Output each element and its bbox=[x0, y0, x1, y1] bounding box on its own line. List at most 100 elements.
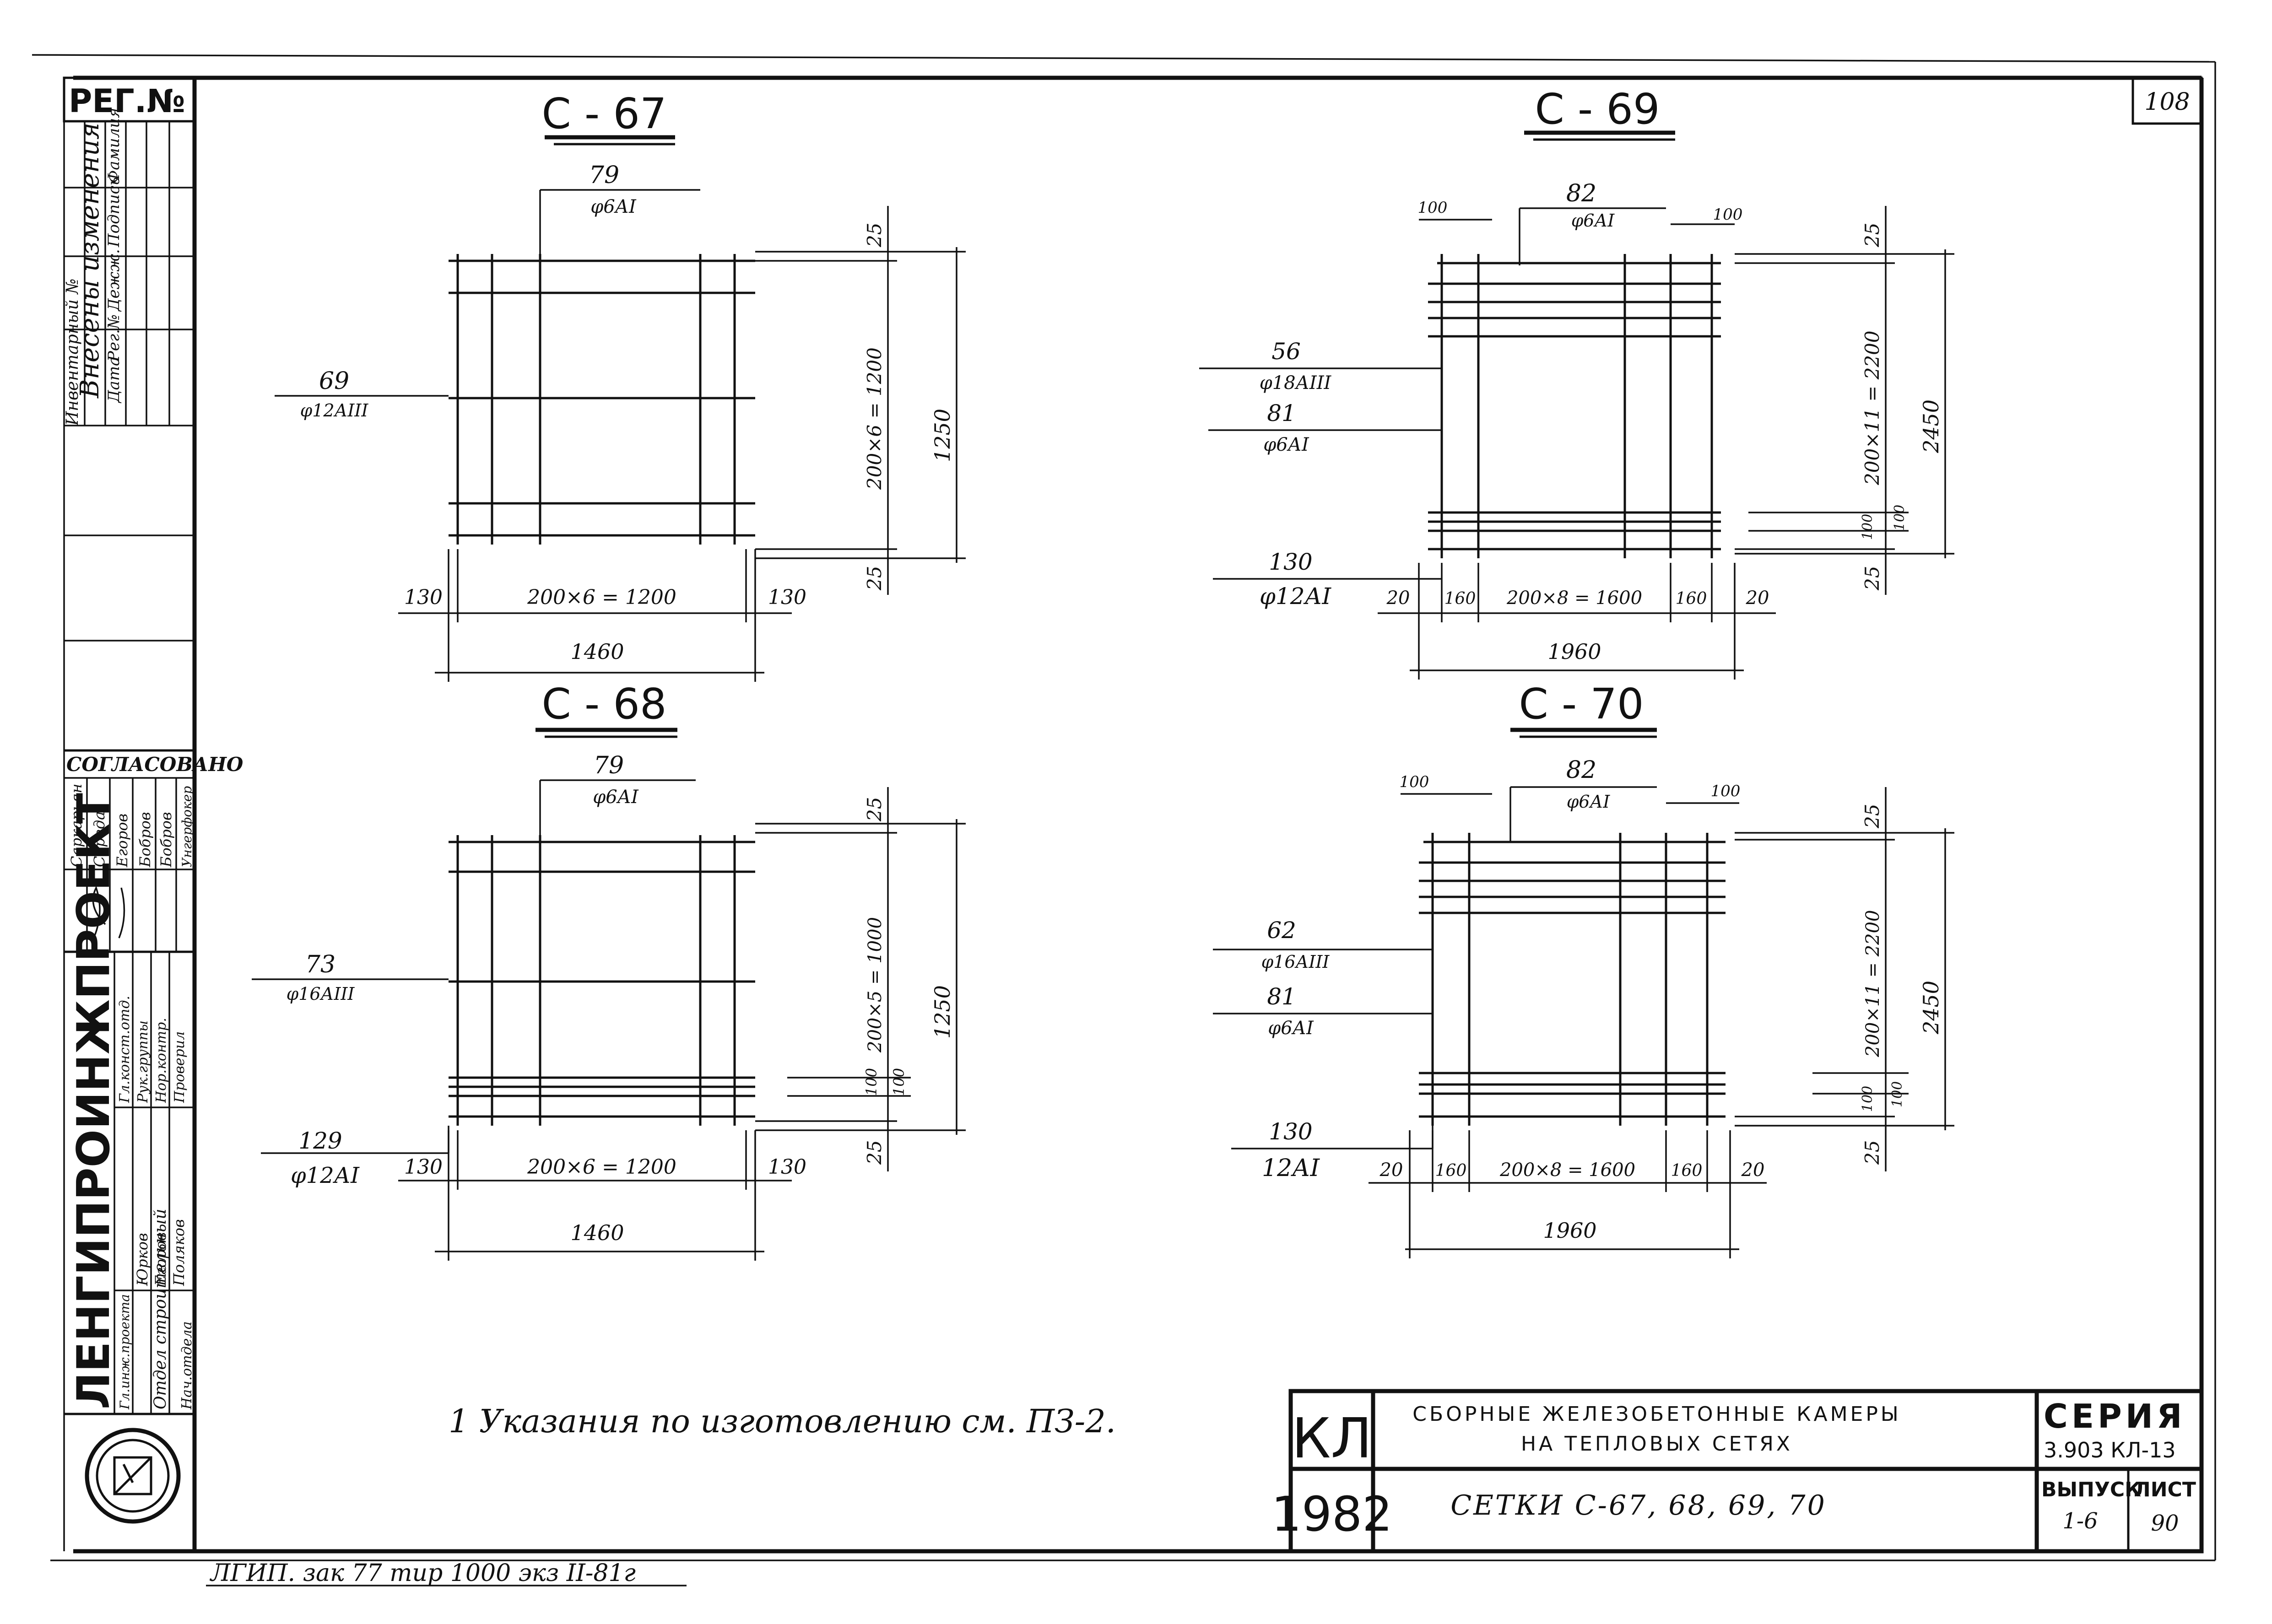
c70-side-spec2: φ6АI bbox=[1268, 1018, 1314, 1039]
org-role-3: Нор.контр. bbox=[153, 1018, 169, 1103]
issue-value: 1-6 bbox=[2062, 1508, 2098, 1534]
c70-dim-v-top: 25 bbox=[1861, 804, 1883, 829]
title-line-2: НА ТЕПЛОВЫХ СЕТЯХ bbox=[1521, 1432, 1793, 1456]
c69-dim-v-extra2: 100 bbox=[1892, 505, 1908, 531]
c68-dim-left: 130 bbox=[404, 1155, 443, 1179]
c68-dim-v-top: 25 bbox=[863, 797, 886, 822]
changes-col-1: Дата bbox=[105, 357, 123, 404]
c67-dim-v-total: 1250 bbox=[930, 409, 955, 462]
org-role-1: Гл.конст.отд. bbox=[117, 996, 133, 1103]
c68-dim-total: 1460 bbox=[570, 1220, 624, 1245]
org-dept: Отдел строительный bbox=[151, 1209, 170, 1409]
c67-dim-total: 1460 bbox=[570, 639, 624, 664]
issue-label: ВЫПУСК bbox=[2041, 1478, 2141, 1501]
changes-col-5: Фамилия bbox=[105, 108, 123, 183]
left-strip: РЕГ.№ Инвентарный № Внесены изменения Да… bbox=[63, 76, 243, 1524]
reg-label: РЕГ.№ bbox=[69, 82, 185, 120]
seal-icon bbox=[85, 1428, 181, 1524]
drawing-c70: С - 70 82 φ6АI 100 100 62 φ16АIII bbox=[1213, 680, 1954, 1258]
c70-mesh bbox=[1419, 833, 1726, 1126]
c69-dim-v-total: 2450 bbox=[1919, 399, 1943, 453]
c68-dim-v-extra2: 100 bbox=[890, 1068, 908, 1096]
drawing-c67: С - 67 79 φ6АI 69 φ12АIII 25 20 bbox=[275, 89, 966, 682]
c69-title: С - 69 bbox=[1535, 85, 1660, 134]
c69-dim-right2: 160 bbox=[1676, 589, 1707, 608]
title-block-code: КЛ bbox=[1292, 1407, 1372, 1471]
title-block-year: 1982 bbox=[1271, 1486, 1393, 1542]
approval-name-5: Бобров bbox=[157, 812, 175, 868]
approval-name-2: Середа bbox=[91, 811, 108, 867]
sheet-number-box: 108 bbox=[2131, 76, 2203, 125]
c70-dim-v-extra1: 100 bbox=[1860, 1086, 1876, 1112]
org-name: ЛЕНГИПРОИНЖПРОЕКТ bbox=[68, 793, 120, 1409]
series-value: 3.903 КЛ-13 bbox=[2044, 1438, 2176, 1462]
series-label: СЕРИЯ bbox=[2044, 1397, 2186, 1435]
org-role-2: Рук.группы bbox=[135, 1020, 151, 1103]
org-person-2: Егоров bbox=[152, 1232, 169, 1286]
approval-name-4: Бобров bbox=[136, 812, 154, 868]
c69-dim-right: 20 bbox=[1746, 588, 1769, 609]
title-subtitle: СЕТКИ С-67, 68, 69, 70 bbox=[1450, 1489, 1827, 1521]
c70-side-bar: 62 bbox=[1267, 917, 1296, 944]
c69-side-spec2: φ6АI bbox=[1263, 434, 1309, 455]
c68-dim-v-bottom: 25 bbox=[863, 1140, 886, 1165]
sheet-number: 108 bbox=[2144, 88, 2190, 116]
c67-side-bar: 69 bbox=[319, 367, 349, 395]
changes-col-2: Рег.№ bbox=[105, 314, 123, 362]
title-block: КЛ 1982 СБОРНЫЕ ЖЕЛЕЗОБЕТОННЫЕ КАМЕРЫ НА… bbox=[1271, 1389, 2204, 1554]
c69-side-spec: φ18АIII bbox=[1260, 372, 1332, 394]
c68-side-bar: 73 bbox=[305, 951, 335, 978]
c69-top-spec: φ6АI bbox=[1571, 210, 1615, 231]
print-stamp: ЛГИП. зак 77 тир 1000 экз II-81г bbox=[209, 1559, 636, 1587]
sheet-value: 90 bbox=[2151, 1511, 2179, 1536]
c68-title: С - 68 bbox=[542, 680, 667, 728]
c69-dim-mid: 200×8 = 1600 bbox=[1506, 588, 1642, 609]
c68-side-spec: φ16АIII bbox=[287, 984, 355, 1004]
c69-mesh bbox=[1428, 254, 1721, 558]
approval-label: СОГЛАСОВАНО bbox=[66, 753, 243, 776]
c68-top-bar: 79 bbox=[594, 752, 624, 779]
c68-bottom-bar: 129 bbox=[298, 1128, 342, 1154]
changes-col-4: Подпись bbox=[105, 177, 123, 248]
c67-dim-mid: 200×6 = 1200 bbox=[527, 586, 676, 609]
c69-dim-v-mid: 200×11 = 2200 bbox=[1861, 330, 1883, 486]
c70-dim-v-bottom: 25 bbox=[1861, 1140, 1883, 1165]
org-role-0: Гл.инж.проекта bbox=[117, 1294, 132, 1410]
c70-dim-left2: 160 bbox=[1435, 1161, 1467, 1180]
c68-dim-mid: 200×6 = 1200 bbox=[527, 1155, 676, 1179]
c67-dim-left: 130 bbox=[404, 586, 443, 609]
c69-dim-v-bottom: 25 bbox=[1861, 566, 1883, 591]
org-person-1: Юрков bbox=[134, 1233, 151, 1286]
org-role-6: Проверил bbox=[172, 1031, 188, 1103]
c70-dim-v-extra2: 100 bbox=[1889, 1081, 1905, 1107]
drawing-c69: С - 69 82 φ6АI 100 100 56 φ18АIII bbox=[1199, 85, 1954, 680]
c70-dim-left: 20 bbox=[1379, 1160, 1403, 1181]
c67-top-spec: φ6АI bbox=[590, 196, 637, 217]
c68-dim-v-mid: 200×5 = 1000 bbox=[865, 917, 886, 1053]
c70-dim-right2: 160 bbox=[1671, 1161, 1703, 1180]
c68-top-spec: φ6АI bbox=[593, 787, 639, 808]
sheet-frame bbox=[32, 54, 2216, 1561]
c67-dim-v-top: 25 bbox=[863, 223, 886, 248]
c70-top-left-dim: 100 bbox=[1400, 773, 1429, 791]
c70-side-spec: φ16АIII bbox=[1261, 952, 1330, 972]
c69-dim-v-extra1: 100 bbox=[1860, 514, 1876, 540]
c69-bottom-spec: φ12АI bbox=[1260, 583, 1331, 610]
approval-name-3: Егоров bbox=[114, 814, 131, 868]
c69-dim-left: 20 bbox=[1386, 588, 1410, 609]
signature-mark bbox=[91, 885, 106, 943]
c68-dim-v-extra1: 100 bbox=[863, 1068, 880, 1096]
changes-title: Внесены изменения bbox=[75, 123, 105, 399]
note-text: 1 Указания по изготовлению см. ПЗ-2. bbox=[449, 1403, 1116, 1440]
c69-top-left-dim: 100 bbox=[1418, 199, 1448, 217]
c67-dim-v-bottom: 25 bbox=[863, 566, 886, 591]
c70-bottom-bar: 130 bbox=[1269, 1118, 1312, 1145]
c67-top-bar: 79 bbox=[589, 162, 619, 189]
c70-bottom-spec: 12АI bbox=[1262, 1155, 1320, 1182]
c70-dim-right: 20 bbox=[1741, 1160, 1765, 1181]
c69-side-bar2: 81 bbox=[1267, 400, 1296, 426]
c69-side-bar: 56 bbox=[1271, 338, 1301, 365]
c68-dim-v-total: 1250 bbox=[930, 985, 955, 1039]
c70-dim-v-mid: 200×11 = 2200 bbox=[1862, 910, 1883, 1057]
